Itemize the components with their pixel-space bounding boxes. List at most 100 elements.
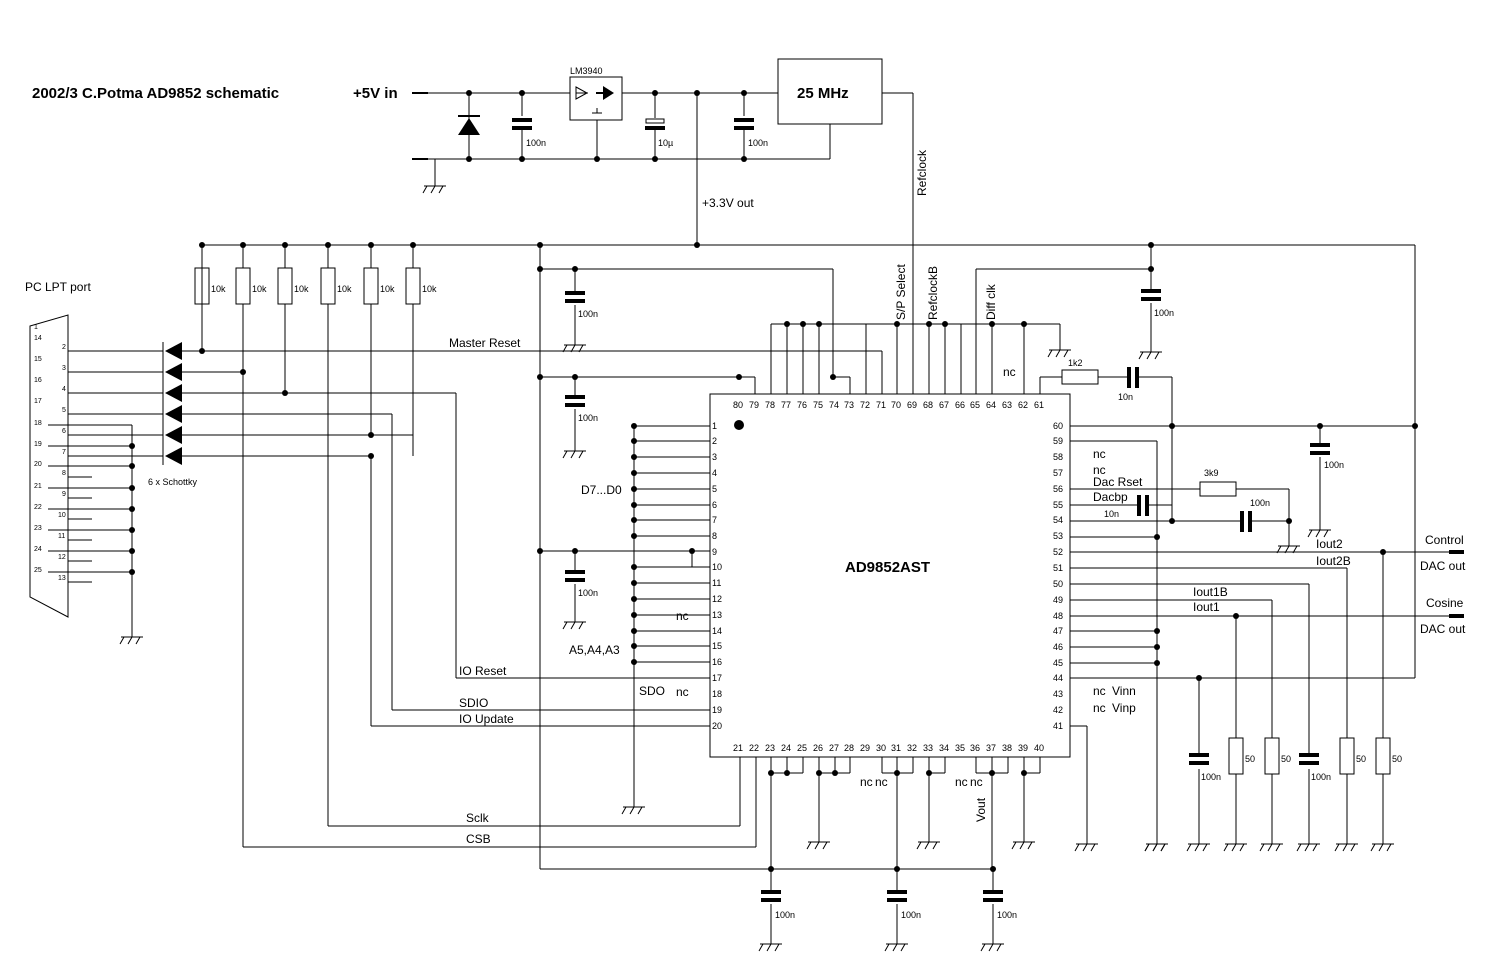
c-10n-dacbp: 10n [1104, 509, 1119, 519]
right-pin-label: 44 [1053, 673, 1063, 683]
refclockb-label: RefclockB [926, 266, 940, 320]
left-pin-label: 11 [712, 578, 721, 588]
right-pin-label: 58 [1053, 452, 1063, 462]
iout2-label: Iout2 [1316, 537, 1343, 551]
resistor-3k9 [1199, 481, 1237, 497]
load-resistor-50 [1228, 737, 1244, 775]
sdio-label: SDIO [459, 696, 488, 710]
lpt-pin-label: 16 [34, 377, 42, 384]
lpt-pin-label: 4 [62, 386, 66, 393]
ground-symbol [1144, 833, 1169, 852]
lpt-pin-label: 5 [62, 407, 66, 414]
right-pin-label: 56 [1053, 484, 1063, 494]
right-pin-label: 49 [1053, 595, 1063, 605]
resistor-10k-label: 10k [422, 284, 437, 294]
right-pin-label: 53 [1053, 531, 1063, 541]
resistor-1k2 [1061, 369, 1099, 385]
top-pin-label: 80 [733, 400, 743, 410]
lpt-pin-label: 6 [62, 428, 66, 435]
refclock-label: Refclock [915, 149, 929, 196]
cap-100n-label: 100n [526, 138, 546, 148]
bottom-pin-label: 40 [1034, 743, 1044, 753]
bottom-pin-label: 39 [1018, 743, 1028, 753]
lpt-pin-label: 21 [34, 483, 42, 490]
right-pin-label: 46 [1053, 642, 1063, 652]
left-pin-label: 1 [712, 421, 717, 431]
lpt-pin-label: 9 [62, 491, 66, 498]
iout2b-label: Iout2B [1316, 554, 1351, 568]
right-pin-label: 50 [1053, 579, 1063, 589]
bottom-pin-label: 27 [829, 743, 839, 753]
lpt-connector-body [29, 314, 69, 618]
bottom-pin-label: 38 [1002, 743, 1012, 753]
top-pin-label: 72 [860, 400, 870, 410]
cap-100n-r: 100n [1324, 460, 1344, 470]
ground-symbol [980, 933, 1005, 952]
left-pin-label: 14 [712, 626, 722, 636]
left-pin-label: 9 [712, 547, 717, 557]
output-3v3-label: +3.3V out [702, 196, 754, 210]
top-pin-label: 65 [970, 400, 980, 410]
ad9852-chip [709, 393, 1071, 758]
bottom-pin-label: 37 [986, 743, 996, 753]
ground-symbol [758, 933, 783, 952]
addr-bus-label: A5,A4,A3 [569, 643, 620, 657]
pin18-nc: nc [676, 685, 689, 699]
schottky-diode [165, 426, 182, 444]
oscillator-25mhz [777, 58, 883, 125]
right-pin-label: 54 [1053, 515, 1063, 525]
left-pin-label: 15 [712, 641, 722, 651]
sdo-label: SDO [639, 684, 665, 698]
control-label: Control [1425, 533, 1464, 547]
top-pin-label: 79 [749, 400, 759, 410]
bottom-pin-label: 34 [939, 743, 949, 753]
right-pin-label: 59 [1053, 436, 1063, 446]
bottom-pin-label: 32 [907, 743, 917, 753]
iout1-label: Iout1 [1193, 600, 1220, 614]
pin58-nc: nc [1093, 447, 1106, 461]
bottom-pin-network [768, 757, 1041, 869]
junction-dot [768, 770, 774, 776]
resistor-10k [405, 267, 421, 305]
left-pin-label: 17 [712, 673, 722, 683]
ground-symbol [916, 831, 941, 850]
junction-dot [989, 770, 995, 776]
resistor-10k-label: 10k [337, 284, 352, 294]
top-pin-label: 76 [797, 400, 807, 410]
vinn-label: Vinn [1112, 684, 1136, 698]
lpt-pin-label: 2 [62, 344, 66, 351]
bottom-pin-label: 24 [781, 743, 791, 753]
left-pin-label: 16 [712, 657, 722, 667]
c-10n-label: 10n [1118, 392, 1133, 402]
right-pin-label: 52 [1053, 547, 1063, 557]
left-pin-label: 12 [712, 594, 722, 604]
right-pin-label: 55 [1053, 500, 1063, 510]
top-pin-label: 74 [829, 400, 839, 410]
bottom-pin-label: 36 [970, 743, 980, 753]
lpt-pin-label: 18 [34, 420, 42, 427]
left-pin-label: 18 [712, 689, 722, 699]
lpt-pin-label: 12 [58, 554, 66, 561]
junction-dot [1021, 770, 1027, 776]
lpt-pin-label: 11 [58, 533, 65, 540]
cap-100n-load: 100n [1311, 772, 1331, 782]
bottom-pin-label: 35 [955, 743, 965, 753]
ground-symbol [1259, 833, 1284, 852]
cap-100n-dac: 100n [1250, 498, 1270, 508]
resistor-10k [235, 267, 251, 305]
iout1b-label: Iout1B [1193, 585, 1228, 599]
left-pin-label: 13 [712, 610, 722, 620]
r-50-label: 50 [1245, 754, 1255, 764]
pin35-nc: nc [955, 775, 968, 789]
right-pin-label: 45 [1053, 658, 1063, 668]
cap-100n-osc-label: 100n [748, 138, 768, 148]
right-pin-label: 42 [1053, 705, 1063, 715]
bottom-pin-label: 28 [844, 743, 854, 753]
right-pin-label: 41 [1053, 721, 1063, 731]
lpt-pin-label: 7 [62, 449, 66, 456]
bottom-pin-label: 31 [891, 743, 901, 753]
ground-symbol [1296, 833, 1321, 852]
pin63-nc: nc [1003, 365, 1016, 379]
pin57-nc: nc [1093, 463, 1106, 477]
